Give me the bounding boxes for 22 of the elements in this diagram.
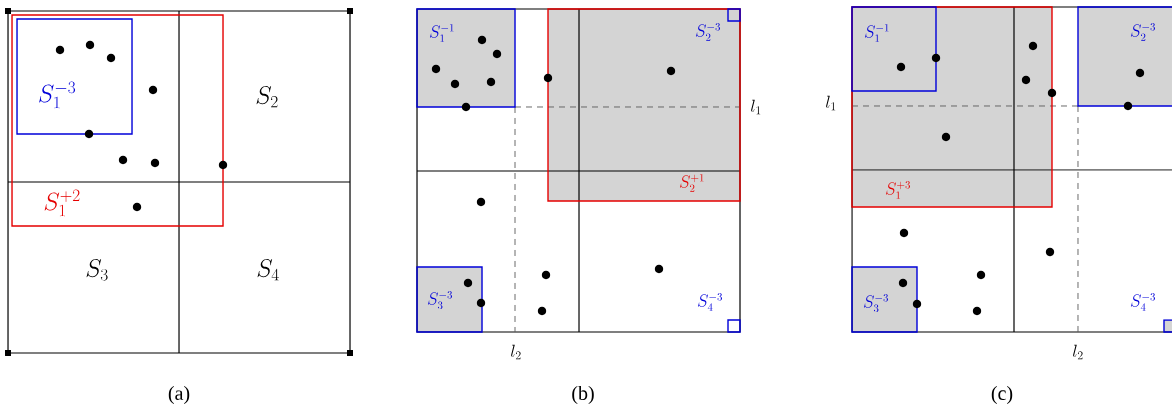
region-box: $S_3^{-3}$ (851, 266, 918, 333)
region-label: $S_3$ (86, 259, 108, 281)
region-label: $l_1$ (751, 99, 761, 115)
region-box: $S_3^{-3}$ (416, 266, 483, 333)
region-label: $l_2$ (1073, 344, 1083, 360)
region-label: $l_1$ (826, 95, 836, 111)
panel-caption: (a) (168, 385, 190, 405)
region-box: $S_4^{-3}$ (697, 292, 741, 333)
node-label: $S_4^{-3}$ (1130, 292, 1155, 311)
node-label: $S_2^{-3}$ (695, 22, 720, 41)
region-box: $S_1^{-1}$ (416, 8, 516, 108)
region-box: $S_1^{-1}$ (851, 6, 937, 92)
region-label: $S_2$ (256, 86, 278, 108)
region-label: $S_4$ (257, 259, 279, 281)
region-box: $S_2^{-3}$ (695, 8, 741, 41)
node-label: $S_4^{-3}$ (697, 292, 722, 311)
region-label: $l_2$ (511, 344, 521, 360)
region-box: $S_2^{-3}$ (1077, 6, 1172, 107)
region-box: $S_1^{-3}$ (16, 18, 133, 135)
panel-caption: (c) (991, 385, 1013, 405)
region-box: $S_4^{-3}$ (1130, 292, 1172, 333)
panel-caption: (b) (572, 385, 594, 405)
